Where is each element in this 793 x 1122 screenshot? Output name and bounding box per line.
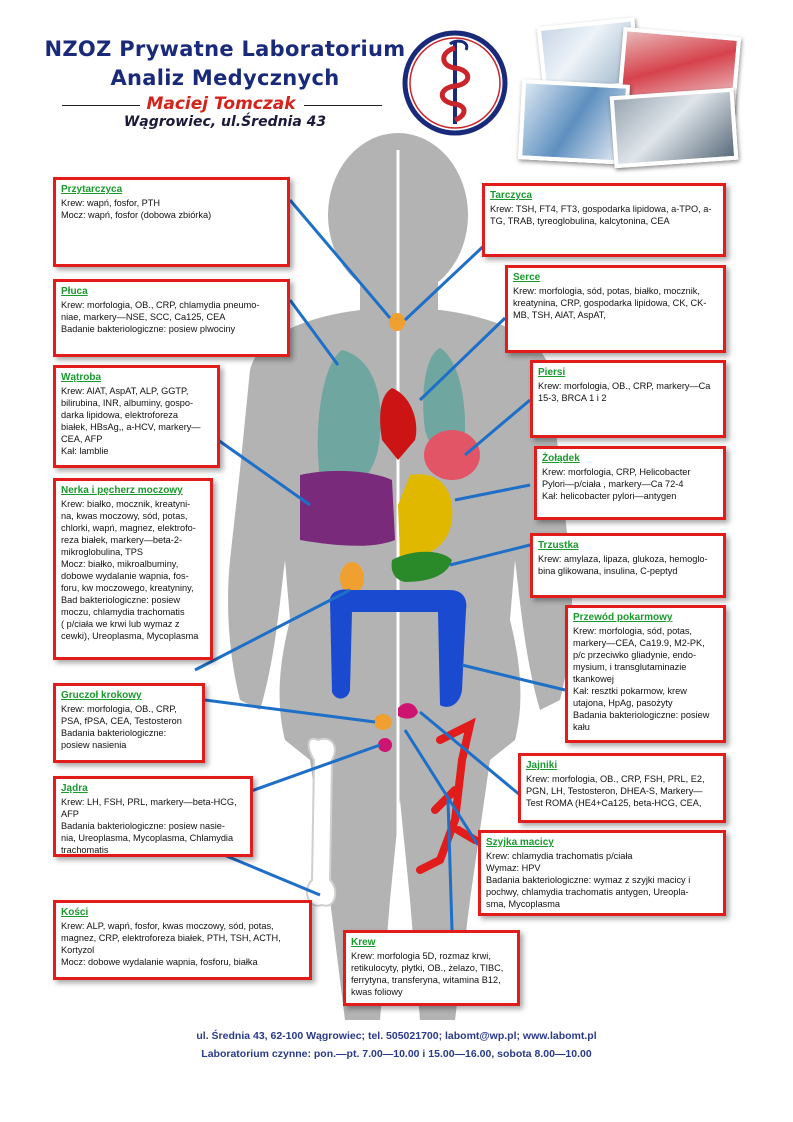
- owner-right-rule: [304, 105, 382, 106]
- info-box-kosci: Kości Krew: ALP, wapń, fosfor, kwas mocz…: [53, 900, 312, 980]
- box-text-gruczol: Krew: morfologia, OB., CRP, PSA, fPSA, C…: [61, 704, 182, 750]
- info-box-przewod: Przewód pokarmowy Krew: morfologia, sód,…: [565, 605, 726, 743]
- connector-lines: [194, 199, 566, 931]
- info-box-krew: Krew Krew: morfologia 5D, rozmaz krwi, r…: [343, 930, 520, 1006]
- box-title-jajniki: Jajniki: [526, 760, 558, 771]
- box-text-zoladek: Krew: morfologia, CRP, Helicobacter Pylo…: [542, 467, 691, 501]
- info-box-jajniki: Jajniki Krew: morfologia, OB., CRP, FSH,…: [518, 753, 726, 823]
- box-title-piersi: Piersi: [538, 367, 566, 378]
- box-title-kosci: Kości: [61, 907, 89, 918]
- box-text-szyjka: Krew: chlamydia trachomatis p/ciała Wyma…: [486, 851, 691, 909]
- info-box-nerka: Nerka i pęcherz moczowy Krew: białko, mo…: [53, 478, 213, 660]
- box-title-tarczyca: Tarczyca: [490, 190, 533, 201]
- box-text-kosci: Krew: ALP, wapń, fosfor, kwas moczowy, s…: [61, 921, 281, 967]
- footer-hours: Laboratorium czynne: pon.—pt. 7.00—10.00…: [201, 1048, 592, 1060]
- box-text-trzustka: Krew: amylaza, lipaza, glukoza, hemoglo-…: [538, 554, 708, 576]
- lab-address: Wągrowiec, ul.Średnia 43: [123, 114, 327, 130]
- info-box-trzustka: Trzustka Krew: amylaza, lipaza, glukoza,…: [530, 533, 726, 598]
- info-box-watroba: Wątroba Krew: AlAT, AspAT, ALP, GGTP, bi…: [53, 365, 220, 468]
- box-text-krew: Krew: morfologia 5D, rozmaz krwi, retiku…: [351, 951, 504, 997]
- box-text-tarczyca: Krew: TSH, FT4, FT3, gospodarka lipidowa…: [490, 204, 712, 226]
- header: NZOZ Prywatne Laboratorium Analiz Medycz…: [0, 0, 793, 170]
- info-box-serce: Serce Krew: morfologia, sód, potas, biał…: [505, 265, 726, 353]
- box-title-przewod: Przewód pokarmowy: [573, 612, 673, 623]
- box-text-nerka: Krew: białko, mocznik, kreatyni- na, kwa…: [61, 499, 199, 641]
- info-box-przytarczyca: Przytarczyca Krew: wapń, fosfor, PTH Moc…: [53, 177, 290, 267]
- info-box-gruczol: Gruczoł krokowy Krew: morfologia, OB., C…: [53, 683, 205, 763]
- stomach-organ: [398, 474, 453, 557]
- caduceus-logo-icon: [402, 30, 508, 136]
- box-title-przytarczyca: Przytarczyca: [61, 184, 123, 195]
- box-text-serce: Krew: morfologia, sód, potas, białko, mo…: [513, 286, 707, 320]
- prostate-organ: [374, 714, 392, 730]
- box-text-jajniki: Krew: morfologia, OB., CRP, FSH, PRL, E2…: [526, 774, 705, 808]
- bone-organ: [306, 737, 337, 907]
- testes-organ: [378, 738, 392, 752]
- info-box-piersi: Piersi Krew: morfologia, OB., CRP, marke…: [530, 360, 726, 438]
- intestine-organ: [330, 589, 467, 707]
- box-text-piersi: Krew: morfologia, OB., CRP, markery—Ca 1…: [538, 381, 711, 403]
- box-title-jadra: Jądra: [61, 783, 88, 794]
- info-box-szyjka: Szyjka macicy Krew: chlamydia trachomati…: [478, 830, 726, 916]
- box-title-serce: Serce: [513, 272, 541, 283]
- box-title-zoladek: Żołądek: [542, 453, 580, 464]
- box-title-trzustka: Trzustka: [538, 540, 579, 551]
- right-lung-organ: [317, 350, 381, 496]
- kidney-organ: [340, 562, 364, 594]
- info-box-tarczyca: Tarczyca Krew: TSH, FT4, FT3, gospodarka…: [482, 183, 726, 257]
- thyroid-organ: [389, 313, 405, 331]
- box-text-przytarczyca: Krew: wapń, fosfor, PTH Mocz: wapń, fosf…: [61, 198, 212, 220]
- breast-organ: [424, 430, 480, 480]
- box-text-watroba: Krew: AlAT, AspAT, ALP, GGTP, bilirubina…: [61, 386, 201, 456]
- info-box-pluca: Płuca Krew: morfologia, OB., CRP, chlamy…: [53, 279, 290, 357]
- pancreas-organ: [391, 551, 452, 582]
- box-title-szyjka: Szyjka macicy: [486, 837, 554, 848]
- box-text-pluca: Krew: morfologia, OB., CRP, chlamydia pn…: [61, 300, 260, 334]
- box-text-przewod: Krew: morfologia, sód, potas, markery—CE…: [573, 626, 710, 732]
- footer-contact: ul. Średnia 43, 62-100 Wągrowiec; tel. 5…: [196, 1030, 597, 1042]
- info-box-zoladek: Żołądek Krew: morfologia, CRP, Helicobac…: [534, 446, 726, 520]
- owner-name: Maciej Tomczak: [146, 94, 296, 114]
- lab-title-line2: Analiz Medycznych: [110, 66, 340, 90]
- owner-left-rule: [62, 105, 140, 106]
- heart-organ: [380, 388, 417, 460]
- box-title-krew: Krew: [351, 937, 376, 948]
- owner-row: Maciej Tomczak: [60, 94, 382, 114]
- box-title-gruczol: Gruczoł krokowy: [61, 690, 142, 701]
- box-title-nerka: Nerka i pęcherz moczowy: [61, 485, 183, 496]
- box-title-pluca: Płuca: [61, 286, 88, 297]
- info-box-jadra: Jądra Krew: LH, FSH, PRL, markery—beta-H…: [53, 776, 253, 857]
- lab-title-line1: NZOZ Prywatne Laboratorium: [44, 37, 406, 61]
- liver-organ: [300, 470, 395, 546]
- box-title-watroba: Wątroba: [61, 372, 101, 383]
- uterus-organ: [398, 703, 418, 719]
- box-text-jadra: Krew: LH, FSH, PRL, markery—beta-HCG, AF…: [61, 797, 237, 855]
